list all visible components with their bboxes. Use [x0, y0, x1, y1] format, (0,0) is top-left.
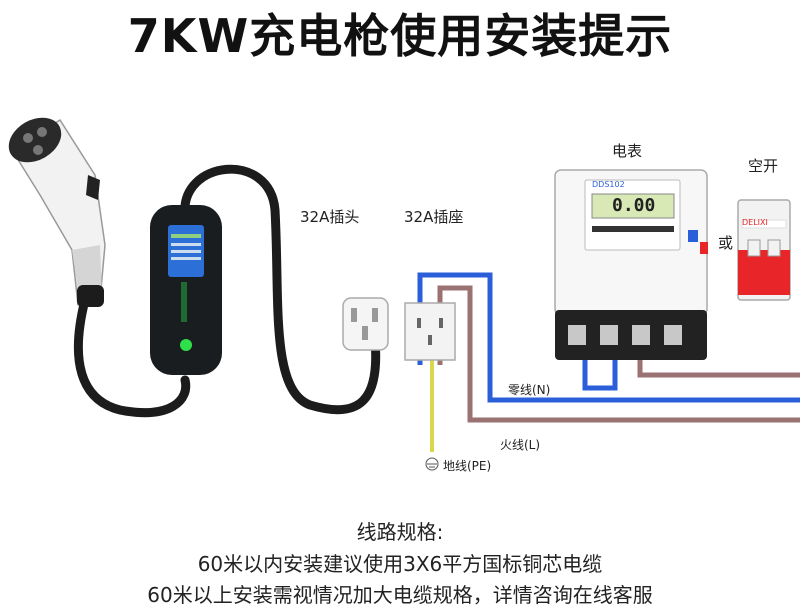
page-title: 7KW充电枪使用安装提示 [127, 9, 673, 63]
spec-heading: 线路规格: [356, 520, 444, 544]
meter-model: DDS102 [592, 180, 625, 189]
socket [404, 302, 456, 361]
live-label: 火线(L) [500, 438, 541, 452]
electric-meter [554, 169, 708, 360]
charger-cable [73, 295, 191, 418]
plug [342, 297, 389, 351]
or-label: 或 [718, 234, 734, 252]
ev-connector-gun [8, 117, 106, 307]
spec-line-1: 60米以内安装建议使用3X6平方国标铜芯电缆 [197, 552, 603, 576]
spec-line-2: 60米以上安装需视情况加大电缆规格，详情咨询在线客服 [147, 583, 653, 607]
meter-label: 电表 [612, 142, 643, 160]
neutral-label: 零线(N) [508, 383, 551, 397]
breaker-label: 空开 [748, 157, 779, 175]
indicator-light [180, 339, 192, 351]
charger-control-box [150, 205, 222, 375]
neutral-wire-meter [582, 340, 618, 391]
breaker-brand: DELIXI [742, 218, 768, 227]
socket-label: 32A插座 [404, 208, 464, 226]
plug-label: 32A插头 [300, 208, 360, 226]
ground-label: 地线(PE) [443, 459, 492, 473]
ground-icon [425, 457, 439, 471]
circuit-breaker [737, 199, 791, 301]
supply-cable [180, 164, 381, 415]
meter-display: 0.00 [612, 195, 656, 216]
